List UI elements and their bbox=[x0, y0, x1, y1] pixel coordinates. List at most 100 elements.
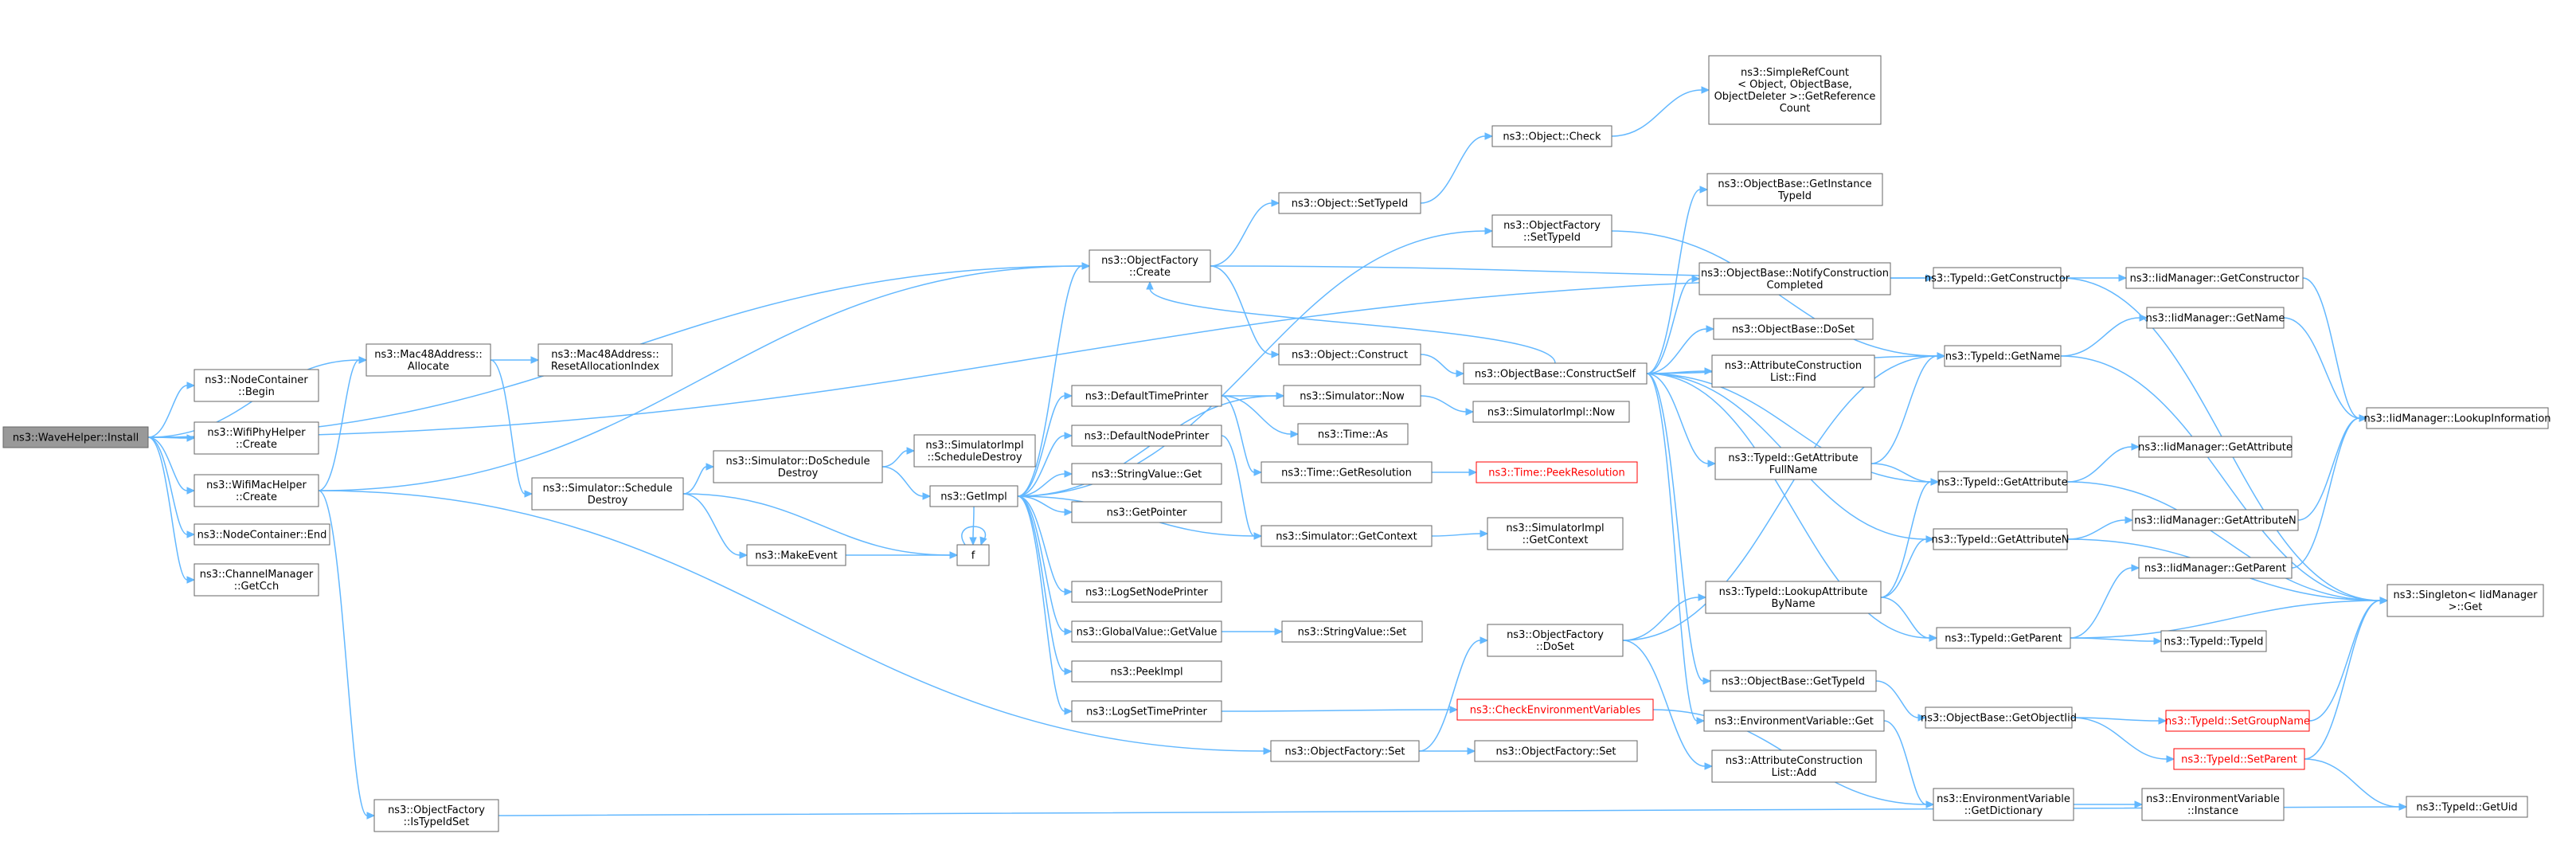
node-box bbox=[913, 434, 1036, 468]
node-ns3-simplerefcount-object-objectbase-objectdeleter-getreference-count[interactable]: ns3::SimpleRefCount< Object, ObjectBase,… bbox=[1708, 55, 1882, 125]
node-ns3-simulator-now[interactable]: ns3::Simulator::Now bbox=[1283, 385, 1421, 407]
node-label: ns3::DefaultNodePrinter bbox=[1085, 431, 1210, 443]
node-ns3-objectfactory-istypeidset[interactable]: ns3::ObjectFactory::IsTypeIdSet bbox=[373, 799, 499, 832]
node-ns3-environmentvariable-getdictionary[interactable]: ns3::EnvironmentVariable::GetDictionary bbox=[1933, 788, 2074, 821]
node-ns3-wifiphyhelper-create[interactable]: ns3::WifiPhyHelper::Create bbox=[193, 421, 319, 455]
node-box bbox=[1472, 401, 1630, 423]
node-ns3-simulator-schedule-destroy[interactable]: ns3::Simulator::ScheduleDestroy bbox=[531, 477, 684, 511]
node-ns3-objectbase-gettypeid[interactable]: ns3::ObjectBase::GetTypeId bbox=[1710, 670, 1877, 692]
node-ns3-mac48address-resetallocationindex[interactable]: ns3::Mac48Address::ResetAllocationIndex bbox=[537, 343, 673, 377]
node-label: ObjectDeleter >::GetReference bbox=[1714, 91, 1876, 103]
node-box bbox=[1283, 385, 1421, 407]
node-ns3-wifimachelper-create[interactable]: ns3::WifiMacHelper::Create bbox=[193, 474, 319, 507]
node-ns3-objectbase-constructself[interactable]: ns3::ObjectBase::ConstructSelf bbox=[1463, 362, 1648, 385]
node-ns3-objectfactory-set[interactable]: ns3::ObjectFactory::Set bbox=[1270, 740, 1420, 762]
node-ns3-wavehelper-install[interactable]: ns3::WaveHelper::Install bbox=[2, 426, 149, 448]
node-ns3-typeid-getname[interactable]: ns3::TypeId::GetName bbox=[1944, 345, 2062, 367]
call-edge bbox=[1646, 186, 1709, 374]
node-ns3-iidmanager-getparent[interactable]: ns3::IidManager::GetParent bbox=[2138, 557, 2293, 579]
node-ns3-iidmanager-getattributen[interactable]: ns3::IidManager::GetAttributeN bbox=[2132, 509, 2299, 531]
node-ns3-iidmanager-getattribute[interactable]: ns3::IidManager::GetAttribute bbox=[2138, 436, 2293, 458]
node-ns3-simulatorimpl-scheduledestroy[interactable]: ns3::SimulatorImpl::ScheduleDestroy bbox=[913, 434, 1036, 468]
node-label: ::GetCch bbox=[234, 581, 279, 593]
node-box bbox=[1710, 670, 1877, 692]
node-ns3-objectbase-getobjectiid[interactable]: ns3::ObjectBase::GetObjectIid bbox=[1921, 706, 2077, 729]
node-label: ns3::EnvironmentVariable bbox=[1937, 793, 2070, 805]
node-ns3-typeid-setgroupname[interactable]: ns3::TypeId::SetGroupName bbox=[2165, 710, 2310, 732]
node-ns3-makeevent[interactable]: ns3::MakeEvent bbox=[746, 544, 846, 566]
node-label: ns3::SimulatorImpl::Now bbox=[1487, 407, 1616, 419]
call-edge bbox=[2291, 414, 2368, 569]
node-ns3-peekimpl[interactable]: ns3::PeekImpl bbox=[1071, 660, 1222, 683]
node-ns3-getpointer[interactable]: ns3::GetPointer bbox=[1071, 501, 1222, 523]
node-ns3-singleton-iidmanager-get[interactable]: ns3::Singleton< IidManager>::Get bbox=[2386, 584, 2544, 617]
node-ns3-checkenvironmentvariables[interactable]: ns3::CheckEnvironmentVariables bbox=[1456, 699, 1654, 721]
node-ns3-object-check[interactable]: ns3::Object::Check bbox=[1491, 125, 1612, 147]
node-ns3-typeid-getattributen[interactable]: ns3::TypeId::GetAttributeN bbox=[1931, 528, 2070, 550]
node-ns3-time-getresolution[interactable]: ns3::Time::GetResolution bbox=[1261, 461, 1433, 483]
node-ns3-iidmanager-getconstructor[interactable]: ns3::IidManager::GetConstructor bbox=[2125, 267, 2304, 289]
node-f[interactable]: f bbox=[956, 544, 990, 566]
node-ns3-iidmanager-getname[interactable]: ns3::IidManager::GetName bbox=[2146, 307, 2285, 329]
node-ns3-object-construct[interactable]: ns3::Object::Construct bbox=[1278, 343, 1421, 366]
node-label: ns3::TypeId::LookupAttribute bbox=[1719, 586, 1868, 598]
node-ns3-channelmanager-getcch[interactable]: ns3::ChannelManager::GetCch bbox=[193, 563, 319, 597]
node-ns3-time-peekresolution[interactable]: ns3::Time::PeekResolution bbox=[1476, 461, 1638, 483]
node-ns3-objectbase-doset[interactable]: ns3::ObjectBase::DoSet bbox=[1713, 318, 1874, 340]
node-ns3-typeid-getattribute[interactable]: ns3::TypeId::GetAttribute bbox=[1937, 471, 2068, 493]
node-ns3-stringvalue-get[interactable]: ns3::StringValue::Get bbox=[1071, 463, 1222, 485]
node-box bbox=[1071, 660, 1222, 683]
node-label: < Object, ObjectBase, bbox=[1738, 79, 1852, 91]
node-ns3-environmentvariable-get[interactable]: ns3::EnvironmentVariable::Get bbox=[1703, 710, 1885, 732]
call-edge bbox=[1431, 530, 1489, 538]
node-ns3-nodecontainer-begin[interactable]: ns3::NodeContainer::Begin bbox=[193, 369, 319, 402]
node-ns3-defaulttimeprinter[interactable]: ns3::DefaultTimePrinter bbox=[1071, 385, 1222, 407]
node-label: ns3::Time::PeekResolution bbox=[1488, 468, 1624, 479]
node-label: ns3::GlobalValue::GetValue bbox=[1077, 627, 1218, 639]
node-ns3-typeid-getuid[interactable]: ns3::TypeId::GetUid bbox=[2406, 796, 2528, 818]
node-ns3-logsetnodeprinter[interactable]: ns3::LogSetNodePrinter bbox=[1071, 581, 1222, 603]
node-ns3-logsettimeprinter[interactable]: ns3::LogSetTimePrinter bbox=[1071, 700, 1222, 722]
node-ns3-stringvalue-set[interactable]: ns3::StringValue::Set bbox=[1281, 620, 1423, 643]
node-ns3-simulator-getcontext[interactable]: ns3::Simulator::GetContext bbox=[1261, 525, 1433, 547]
node-box bbox=[1071, 501, 1222, 523]
node-ns3-environmentvariable-instance[interactable]: ns3::EnvironmentVariable::Instance bbox=[2141, 788, 2285, 821]
node-ns3-objectfactory-settypeid[interactable]: ns3::ObjectFactory::SetTypeId bbox=[1491, 214, 1612, 248]
node-ns3-objectfactory-set[interactable]: ns3::ObjectFactory::Set bbox=[1474, 740, 1638, 762]
node-ns3-objectfactory-create[interactable]: ns3::ObjectFactory::Create bbox=[1089, 249, 1211, 283]
node-ns3-objectfactory-doset[interactable]: ns3::ObjectFactory::DoSet bbox=[1487, 624, 1624, 657]
node-ns3-mac48address-allocate[interactable]: ns3::Mac48Address::Allocate bbox=[365, 343, 491, 377]
node-ns3-objectbase-notifyconstruction-completed[interactable]: ns3::ObjectBase::NotifyConstructionCompl… bbox=[1698, 262, 1891, 295]
node-ns3-globalvalue-getvalue[interactable]: ns3::GlobalValue::GetValue bbox=[1071, 620, 1222, 643]
node-ns3-nodecontainer-end[interactable]: ns3::NodeContainer::End bbox=[193, 523, 330, 546]
node-ns3-object-settypeid[interactable]: ns3::Object::SetTypeId bbox=[1278, 192, 1421, 214]
node-label: ns3::TypeId::SetParent bbox=[2181, 754, 2297, 766]
node-ns3-time-as[interactable]: ns3::Time::As bbox=[1297, 423, 1409, 445]
node-box bbox=[2125, 267, 2304, 289]
node-label: Destroy bbox=[778, 468, 819, 479]
node-ns3-simulatorimpl-now[interactable]: ns3::SimulatorImpl::Now bbox=[1472, 401, 1630, 423]
node-box bbox=[2141, 788, 2285, 821]
node-box bbox=[1261, 525, 1433, 547]
call-edge bbox=[2297, 414, 2368, 521]
call-edge bbox=[2070, 564, 2140, 639]
node-ns3-defaultnodeprinter[interactable]: ns3::DefaultNodePrinter bbox=[1071, 425, 1222, 447]
call-edge bbox=[1017, 262, 1091, 497]
node-ns3-iidmanager-lookupinformation[interactable]: ns3::IidManager::LookupInformation bbox=[2363, 407, 2551, 429]
node-label: ns3::ObjectFactory::Set bbox=[1284, 746, 1405, 758]
node-ns3-getimpl[interactable]: ns3::GetImpl bbox=[929, 485, 1018, 507]
node-label: ns3::IidManager::GetConstructor bbox=[2130, 273, 2300, 285]
node-ns3-typeid-getparent[interactable]: ns3::TypeId::GetParent bbox=[1936, 627, 2071, 649]
node-box bbox=[1071, 700, 1222, 722]
node-ns3-typeid-getconstructor[interactable]: ns3::TypeId::GetConstructor bbox=[1925, 267, 2070, 289]
node-label: ns3::TypeId::GetName bbox=[1945, 351, 2060, 363]
node-ns3-simulatorimpl-getcontext[interactable]: ns3::SimulatorImpl::GetContext bbox=[1487, 517, 1624, 550]
node-ns3-typeid-setparent[interactable]: ns3::TypeId::SetParent bbox=[2173, 748, 2305, 770]
node-ns3-typeid-typeid[interactable]: ns3::TypeId::TypeId bbox=[2160, 630, 2267, 652]
